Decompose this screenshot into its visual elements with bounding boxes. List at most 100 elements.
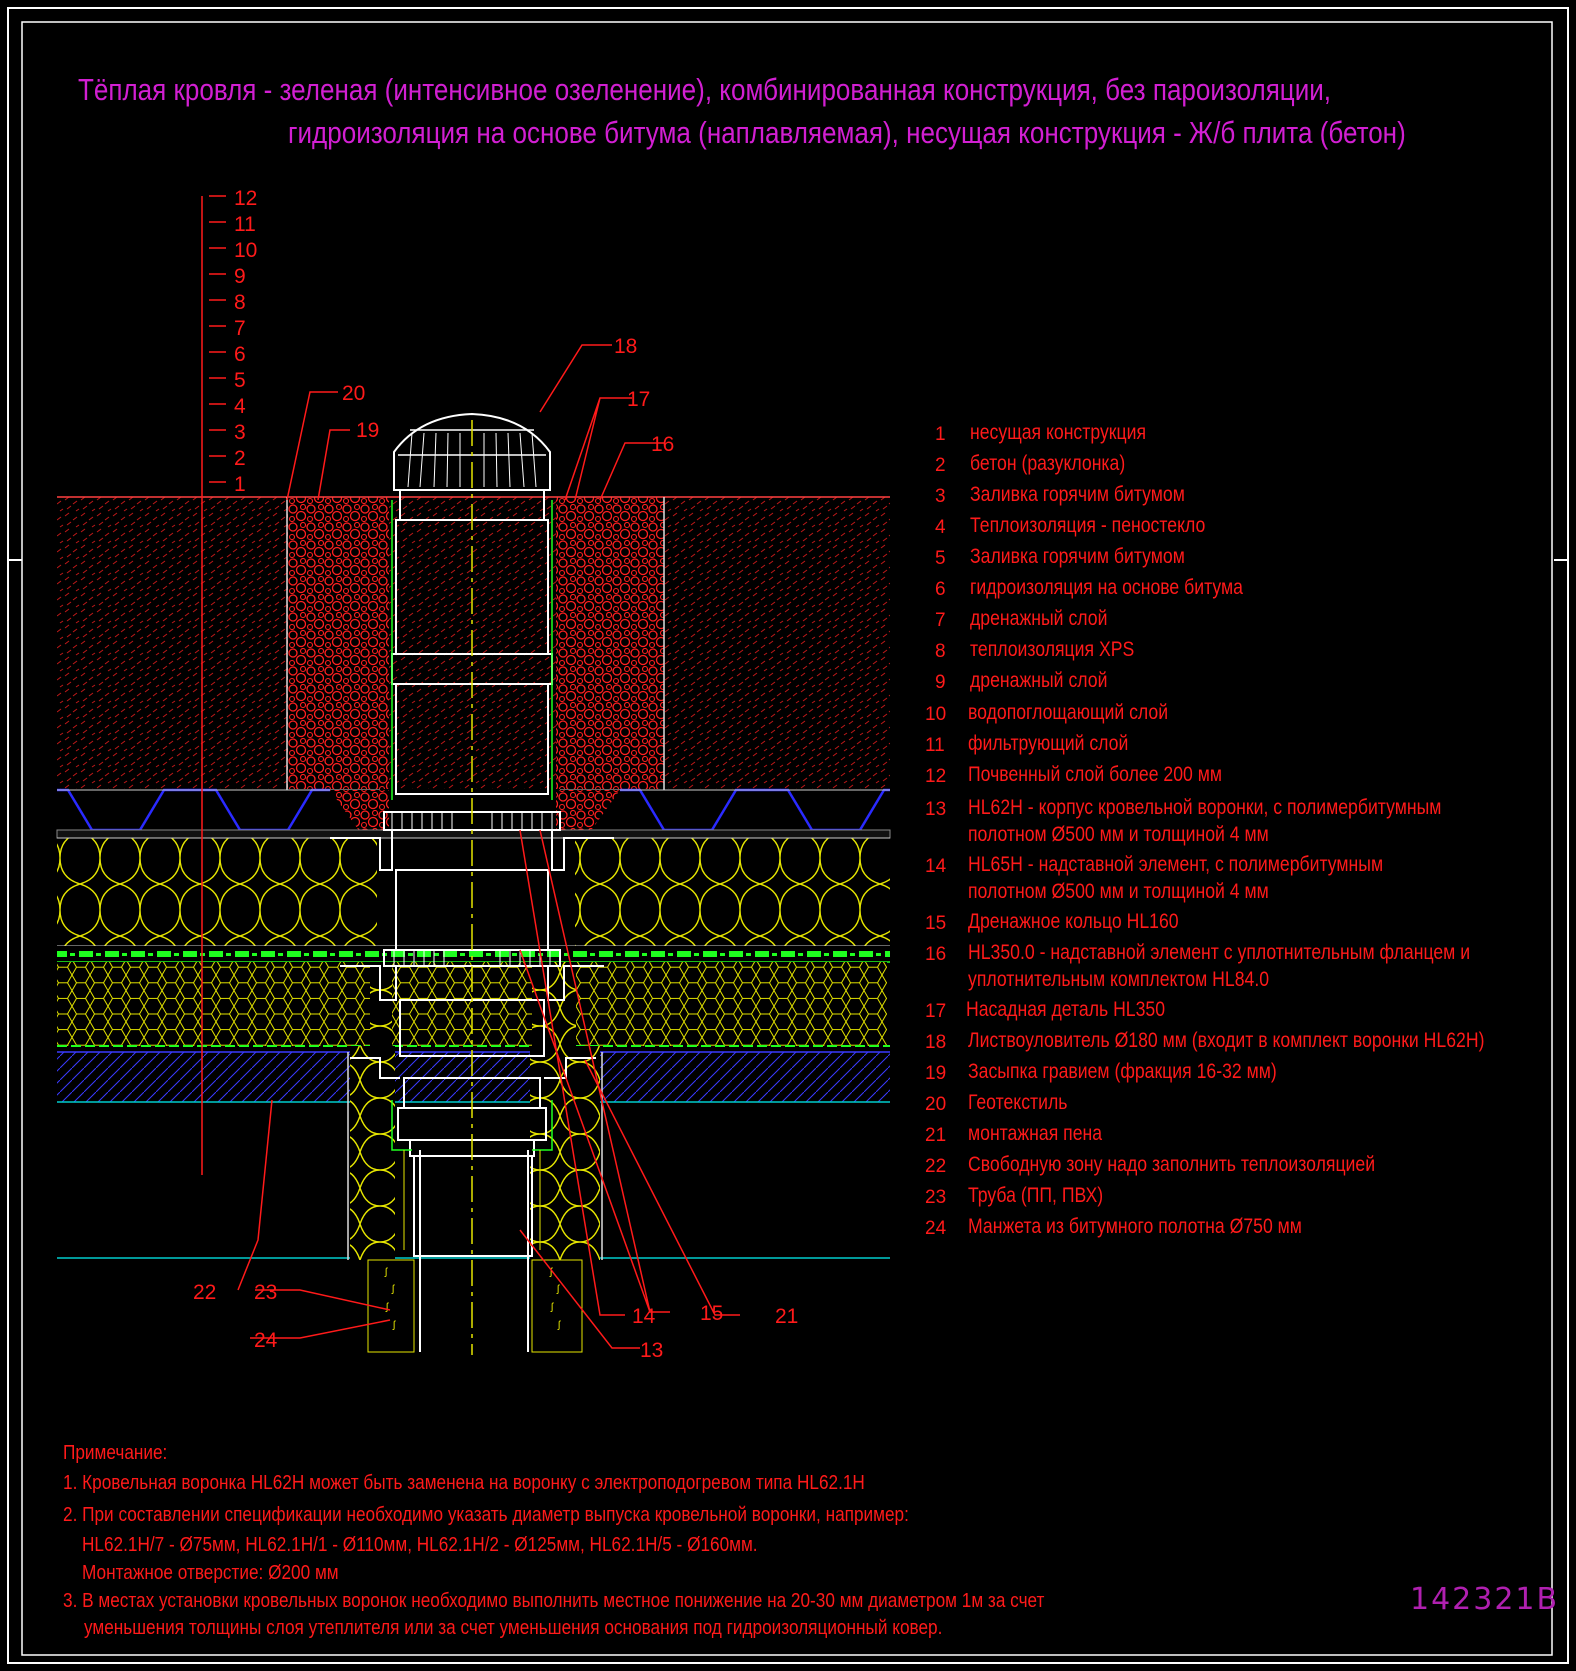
legend-num-7: 7 [935,610,946,631]
drawing-code: 142321B [1410,1582,1560,1617]
legend-text-10: водопоглощающий слой [968,701,1169,724]
scale-label-2: 2 [234,447,246,470]
legend-text-16-line2: уплотнительным комплектом HL84.0 [968,968,1270,991]
scale-label-8: 8 [234,291,246,314]
svg-text:ʃ: ʃ [549,1267,553,1278]
legend-num-21: 21 [925,1125,947,1146]
legend-num-24: 24 [925,1218,947,1239]
drawing-title-line-2: гидроизоляция на основе битума (наплавля… [288,115,1406,150]
callout-21: 21 [775,1305,798,1328]
legend-num-1: 1 [935,424,946,445]
legend-text-20: Геотекстиль [968,1091,1068,1114]
legend-num-3: 3 [935,486,946,507]
legend-text-7: дренажный слой [970,607,1108,630]
legend-text-17: Насадная деталь HL350 [966,998,1166,1021]
scale-label-10: 10 [234,239,257,262]
note-line-3: HL62.1H/7 - Ø75мм, HL62.1H/1 - Ø110мм, H… [82,1534,758,1556]
legend-num-23: 23 [925,1187,947,1208]
scale-label-3: 3 [234,421,246,444]
inner-frame [21,21,1553,1656]
legend-num-5: 5 [935,548,946,569]
notes-heading: Примечание: [63,1442,168,1464]
scale-label-9: 9 [234,265,246,288]
soil-layer [57,497,890,789]
scale-label-5: 5 [234,369,246,392]
legend-text-14-line2: полотном Ø500 мм и толщиной 4 мм [968,880,1269,903]
xps-layer [57,946,890,962]
svg-text:ʃ: ʃ [391,1284,395,1295]
legend-text-1: несущая конструкция [970,421,1147,444]
legend-num-14: 14 [925,856,947,877]
legend-text-13-line2: полотном Ø500 мм и толщиной 4 мм [968,823,1269,846]
legend-num-17: 17 [925,1001,947,1022]
legend-num-10: 10 [925,704,947,725]
gravel-backfill-right [556,497,664,789]
legend-text-4: Теплоизоляция - пеностекло [970,514,1206,537]
note-line-4: Монтажное отверстие: Ø200 мм [82,1562,339,1584]
scale-label-7: 7 [234,317,246,340]
legend-text-24: Манжета из битумного полотна Ø750 мм [968,1215,1302,1238]
legend-text-3: Заливка горячим битумом [970,483,1185,506]
scale-label-1: 1 [234,473,246,496]
callout-20: 20 [342,382,365,405]
callout-23: 23 [254,1281,277,1304]
drainage-mat [57,788,890,832]
legend-text-14: HL65H - надставной элемент, с полимербит… [968,853,1384,876]
callout-24: 24 [254,1329,278,1352]
legend-text-11: фильтрующий слой [968,732,1129,755]
opening-insulation-left [350,1046,395,1260]
legend-num-11: 11 [925,735,945,756]
scale-label-6: 6 [234,343,246,366]
callout-17: 17 [627,388,650,411]
legend-text-16: HL350.0 - надставной элемент с уплотните… [968,941,1471,964]
svg-text:ʃ: ʃ [384,1267,388,1278]
scale-label-4: 4 [234,395,246,418]
svg-text:ʃ: ʃ [385,1302,389,1313]
legend-num-2: 2 [935,455,946,476]
scale-label-12: 12 [234,187,257,210]
svg-text:ʃ: ʃ [392,1320,396,1331]
insulation-upper-right [575,838,890,946]
legend-text-18: Листвоуловитель Ø180 мм (входит в компле… [968,1029,1485,1052]
legend-num-8: 8 [935,641,946,662]
legend-text-22: Свободную зону надо заполнить теплоизоля… [968,1153,1376,1176]
note-line-1: 1. Кровельная воронка HL62H может быть з… [63,1472,865,1494]
legend-num-13: 13 [925,799,947,820]
legend-text-15: Дренажное кольцо HL160 [968,910,1179,933]
callout-19: 19 [356,419,379,442]
legend-num-20: 20 [925,1094,947,1115]
legend-text-9: дренажный слой [970,669,1108,692]
note-line-6: уменьшения толщины слоя утеплителя или з… [84,1617,943,1639]
svg-text:ʃ: ʃ [550,1302,554,1313]
callout-15: 15 [700,1302,723,1325]
legend-num-6: 6 [935,579,946,600]
callout-16: 16 [651,433,674,456]
insulation-upper-left [57,838,377,946]
legend-text-21: монтажная пена [968,1122,1103,1145]
svg-text:ʃ: ʃ [556,1284,560,1295]
callout-13: 13 [640,1339,663,1362]
legend-text-13: HL62H - корпус кровельной воронки, с пол… [968,796,1442,819]
legend-num-16: 16 [925,944,947,965]
drawing-title-line-1: Тёплая кровля - зеленая (интенсивное озе… [78,72,1332,107]
legend-text-23: Труба (ПП, ПВХ) [968,1184,1104,1207]
legend-text-6: гидроизоляция на основе битума [970,576,1243,599]
svg-text:ʃ: ʃ [557,1320,561,1331]
legend-text-12: Почвенный слой более 200 мм [968,763,1223,786]
legend-text-19: Засыпка гравием (фракция 16-32 мм) [968,1060,1277,1083]
callout-22: 22 [193,1281,216,1304]
leader-lines [237,344,740,1349]
note-line-5: 3. В местах установки кровельных воронок… [63,1590,1045,1612]
legend-text-8: теплоизоляция XPS [970,638,1135,661]
legend-num-15: 15 [925,913,947,934]
callout-18: 18 [614,335,637,358]
legend-num-22: 22 [925,1156,947,1177]
legend-num-9: 9 [935,672,946,693]
legend-text-2: бетон (разуклонка) [970,452,1126,475]
gravel-backfill-left [287,497,389,789]
callout-14: 14 [632,1305,656,1328]
note-line-2: 2. При составлении спецификации необходи… [63,1504,909,1526]
legend-num-19: 19 [925,1063,947,1084]
